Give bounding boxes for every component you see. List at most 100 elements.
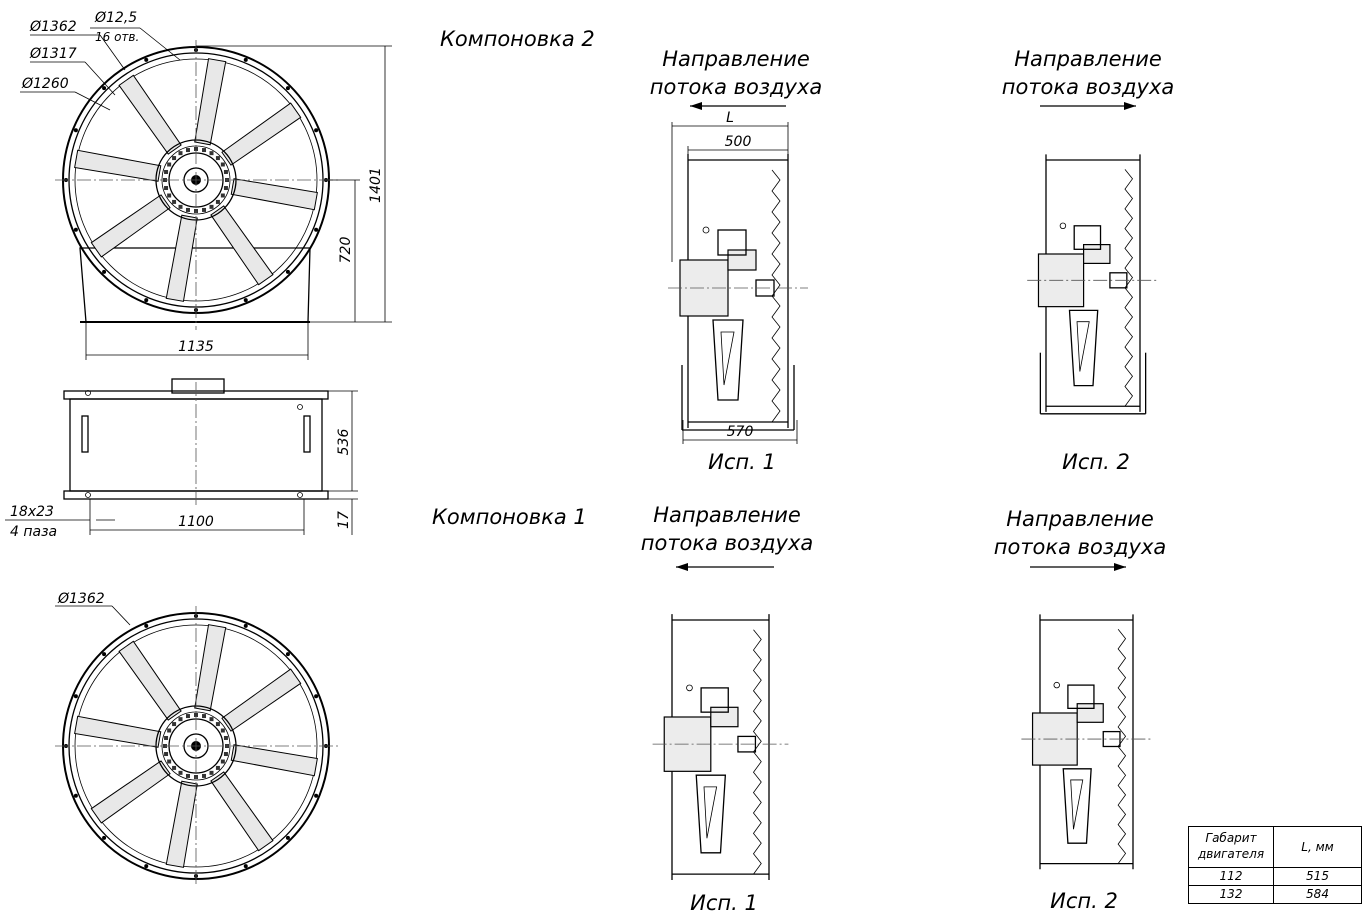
bolt-hole — [73, 694, 78, 699]
hub-tooth — [194, 713, 198, 717]
hub-tooth — [167, 193, 172, 198]
terminal-box — [1076, 703, 1104, 723]
hub-tooth — [220, 162, 225, 167]
dim-d-outer: Ø1362 — [29, 19, 77, 35]
flow-label-line2: потока воздуха — [641, 531, 814, 555]
bracket-top — [1073, 225, 1102, 250]
hub-tooth — [220, 193, 225, 198]
bolt-hole — [314, 227, 319, 232]
bolt-hole — [102, 652, 107, 657]
dim-slot-count: 4 паза — [10, 524, 57, 540]
table-row: 132 584 — [1189, 886, 1361, 903]
flow-label-line1: Направление — [1014, 47, 1162, 71]
terminal-box — [727, 249, 757, 271]
fan-blade — [210, 771, 274, 852]
hub-tooth — [185, 207, 190, 212]
bolt-hole — [285, 652, 290, 657]
hub-tooth — [202, 714, 207, 719]
hub-tooth — [220, 759, 225, 764]
hub-tooth — [172, 199, 177, 204]
hub-tooth — [164, 752, 169, 757]
hub-tooth — [185, 714, 190, 719]
hub-tooth — [209, 770, 214, 775]
dim-flange: 17 — [336, 511, 352, 529]
hub-tooth — [215, 765, 220, 770]
flow-label-line1: Направление — [653, 503, 801, 527]
hub-tooth — [172, 722, 177, 727]
dim-slot: 18x23 — [10, 504, 54, 520]
bracket-top — [717, 229, 747, 256]
dim-570: 570 — [727, 424, 754, 440]
hub-tooth — [215, 722, 220, 727]
profile-dims — [671, 122, 798, 444]
fan-blade — [230, 178, 318, 211]
bolt-hole — [102, 86, 107, 91]
hub-tooth — [209, 204, 214, 209]
dim-axis-height: 720 — [338, 237, 354, 264]
flow-label-line2: потока воздуха — [1002, 75, 1175, 99]
hub-tooth — [223, 169, 228, 174]
hub-tooth — [164, 186, 169, 191]
hub-tooth — [167, 759, 172, 764]
dim-hole-count: 16 отв. — [95, 30, 139, 44]
table-row: 112 515 — [1189, 868, 1361, 886]
bracket-bottom — [1068, 309, 1099, 387]
fan-blade — [90, 760, 171, 824]
hub-tooth — [178, 204, 183, 209]
fan-blade — [230, 744, 318, 777]
bolt-hole — [285, 835, 290, 840]
layout2-title: Компоновка 2 — [440, 27, 595, 51]
dim-d-mid: Ø1317 — [29, 46, 77, 62]
bracket-top — [1067, 684, 1095, 709]
hub-tooth — [164, 735, 169, 740]
variant-label: Исп. 2 — [1050, 889, 1118, 913]
variant-label: Исп. 1 — [690, 891, 758, 915]
table-cell-motor: 132 — [1189, 886, 1274, 903]
hub-tooth — [202, 773, 207, 778]
fan-blade — [74, 149, 162, 182]
flow-arrows — [676, 102, 1136, 571]
bolt-hole — [73, 227, 78, 232]
hub-tooth — [220, 728, 225, 733]
hub-tooth — [172, 156, 177, 161]
bolt-hole — [73, 793, 78, 798]
bolt-hole — [102, 835, 107, 840]
fan-blade — [194, 624, 227, 712]
bolt-hole — [285, 86, 290, 91]
fan-blade — [221, 668, 302, 732]
bolt-hole — [243, 623, 248, 628]
hub-tooth — [223, 735, 228, 740]
bracket-bottom — [695, 774, 727, 854]
hub-tooth — [223, 752, 228, 757]
fan-blade — [165, 780, 198, 868]
hub-tooth — [172, 765, 177, 770]
bracket-bottom — [1062, 768, 1092, 844]
hub-tooth — [178, 151, 183, 156]
side-view — [5, 378, 358, 535]
flow-label-line2: потока воздуха — [650, 75, 823, 99]
bolt-hole — [102, 269, 107, 274]
fan-blade — [90, 194, 171, 258]
bolt-hole — [314, 694, 319, 699]
dim-base-width: 1135 — [178, 339, 214, 355]
hub-tooth — [202, 148, 207, 153]
motor-table: Габарит двигателя L, мм 112 515 132 584 — [1188, 826, 1362, 904]
bolt-hole — [144, 298, 149, 303]
hub-tooth — [167, 728, 172, 733]
table-cell-L: 515 — [1306, 869, 1329, 883]
hub-tooth — [209, 717, 214, 722]
hub-tooth — [164, 169, 169, 174]
dim-500: 500 — [725, 134, 752, 150]
hub-tooth — [194, 147, 198, 151]
hub-tooth — [223, 186, 228, 191]
table-cell-L: 584 — [1306, 887, 1329, 901]
hub-tooth — [215, 199, 220, 204]
hub-tooth — [185, 773, 190, 778]
hub-tooth — [178, 717, 183, 722]
fan-blade — [118, 640, 182, 721]
dim-height-total: 1401 — [368, 167, 384, 203]
dim-base-length: 1100 — [178, 514, 214, 530]
hub-tooth — [209, 151, 214, 156]
terminal-box — [1082, 244, 1111, 265]
